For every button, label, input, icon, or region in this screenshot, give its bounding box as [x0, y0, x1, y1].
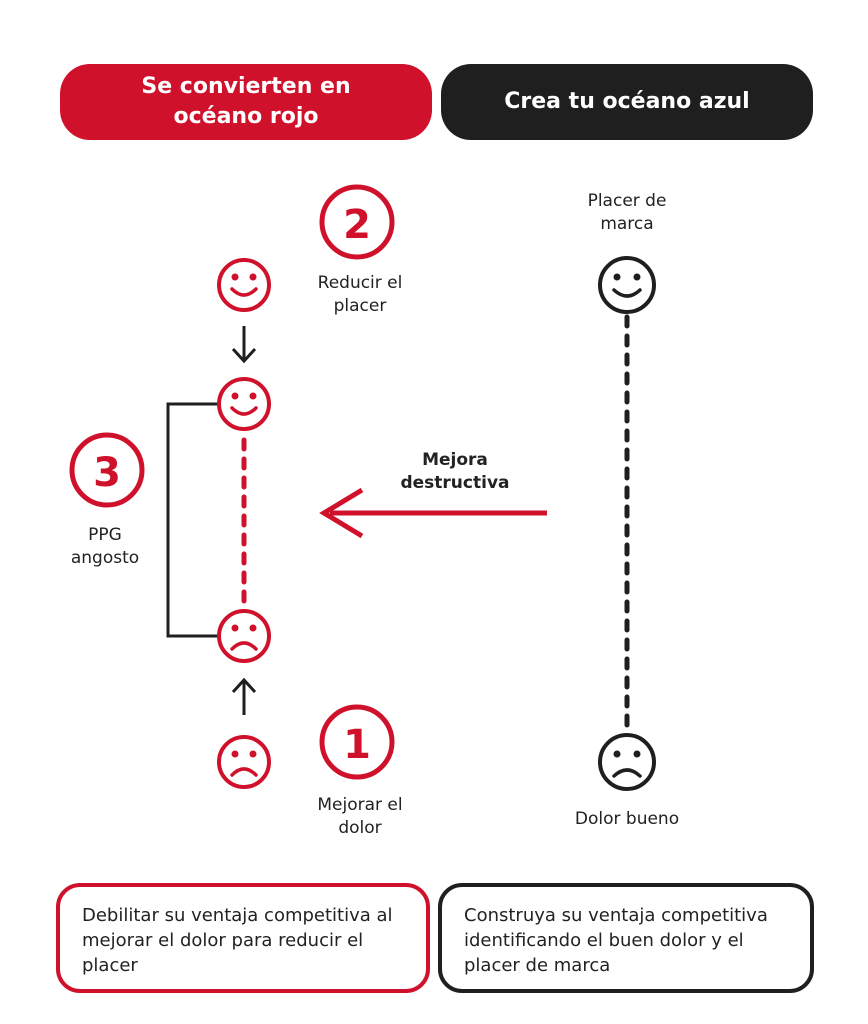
happy-face-icon: [598, 256, 656, 314]
red-ocean-title: Se convierten en océano rojo: [141, 74, 351, 129]
up-arrow-icon: [231, 677, 257, 715]
blue-ocean-summary: Construya su ventaja competitiva identif…: [438, 883, 814, 993]
sad-face-icon: [598, 733, 656, 791]
sad-face-icon: [217, 609, 271, 663]
red-ocean-header: Se convierten en océano rojo: [60, 64, 432, 140]
blue-ocean-summary-text: Construya su ventaja competitiva identif…: [464, 905, 768, 976]
step-1-number: 1: [343, 722, 371, 768]
brand-pleasure-label: Placer de marca: [587, 191, 667, 234]
step-3-label: PPG angosto: [70, 525, 140, 568]
blue-ocean-header: Crea tu océano azul: [441, 64, 813, 140]
arrow-label: Mejora destructiva: [400, 450, 510, 493]
good-pain-label: Dolor bueno: [574, 809, 680, 829]
step-2-label: Reducir el placer: [317, 273, 403, 316]
blue-ocean-title: Crea tu océano azul: [504, 89, 750, 114]
step-1-badge: 1: [319, 704, 395, 780]
step-1-label: Mejorar el dolor: [317, 795, 403, 838]
happy-face-icon: [217, 258, 271, 312]
ppg-bracket: [166, 402, 217, 638]
left-arrow-icon: [319, 487, 547, 539]
red-ocean-summary: Debilitar su ventaja competitiva al mejo…: [56, 883, 430, 993]
down-arrow-icon: [231, 326, 257, 364]
step-2-number: 2: [343, 202, 371, 248]
happy-face-icon: [217, 377, 271, 431]
step-2-badge: 2: [319, 184, 395, 260]
step-3-number: 3: [93, 450, 121, 496]
sad-face-icon: [217, 735, 271, 789]
step-3-badge: 3: [69, 432, 145, 508]
red-ocean-summary-text: Debilitar su ventaja competitiva al mejo…: [82, 905, 393, 976]
